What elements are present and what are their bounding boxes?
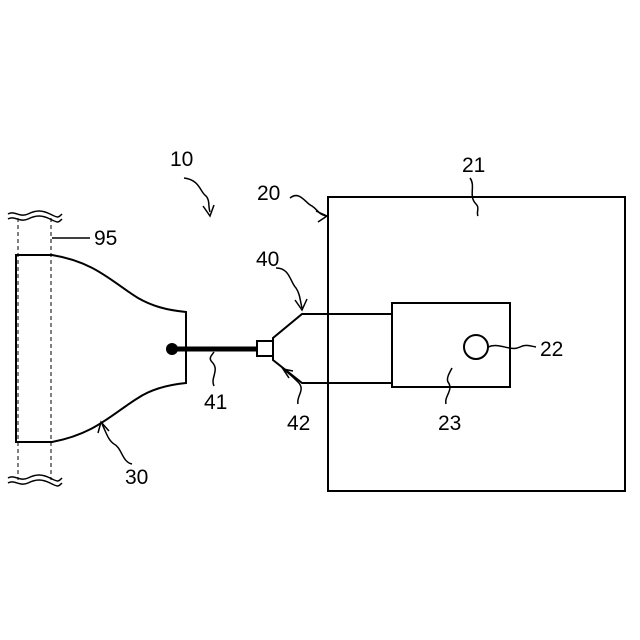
base-plate-21: [328, 197, 625, 491]
label-20: 20: [257, 182, 280, 205]
leader-40: [276, 268, 302, 308]
leader-22: [488, 345, 536, 348]
label-42: 42: [287, 412, 310, 435]
holder-23: [392, 303, 510, 387]
leader-20-arrow: [316, 211, 327, 222]
wall-bottom-break-lower: [8, 480, 62, 486]
label-21: 21: [462, 154, 485, 177]
leader-10: [184, 178, 210, 212]
probe-rod-41: [166, 341, 273, 356]
label-30: 30: [125, 466, 148, 489]
label-40: 40: [256, 248, 279, 271]
label-41: 41: [204, 391, 227, 414]
label-10: 10: [170, 148, 193, 171]
leader-41: [210, 352, 215, 386]
wall-top-break-lower: [8, 216, 62, 222]
vessel-30: [16, 255, 186, 442]
label-22: 22: [540, 338, 563, 361]
probe-rod-collar: [257, 341, 273, 356]
probe-unit-40: [273, 314, 392, 383]
leader-30: [102, 424, 132, 464]
pivot-22: [464, 335, 488, 359]
label-23: 23: [438, 412, 461, 435]
label-95: 95: [94, 227, 117, 250]
